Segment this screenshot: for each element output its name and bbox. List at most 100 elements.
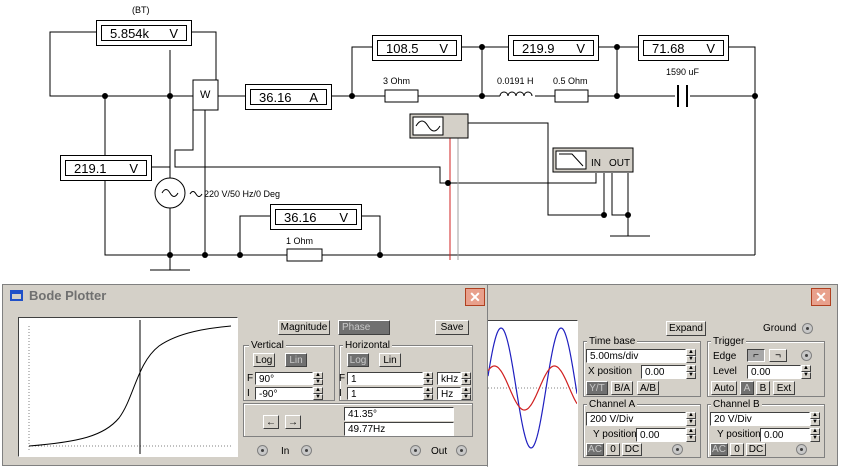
inductor-label: 0.0191 H [497, 76, 534, 86]
horizontal-f-unit-spinner[interactable]: ▲▼ [461, 372, 471, 385]
vertical-f-spinner[interactable]: ▲▼ [313, 372, 323, 385]
vertical-lin-button[interactable]: Lin [285, 353, 307, 367]
channel-b-scale-spinner[interactable]: ▲▼ [810, 412, 820, 426]
vertical-title: Vertical [249, 340, 286, 351]
bode-plotter-window[interactable]: Bode Plotter ✕ Magnitude Phase Save Vert… [2, 284, 488, 466]
channel-b-scale-field[interactable]: 20 V/Div [710, 412, 810, 426]
cursor-right-button[interactable]: → [285, 415, 301, 429]
expand-button[interactable]: Expand [666, 321, 706, 336]
timebase-xpos-field[interactable]: 0.00 [641, 365, 686, 379]
ab-button[interactable]: A/B [637, 381, 659, 395]
bode-titlebar[interactable] [3, 285, 487, 307]
bode-close-button[interactable]: ✕ [465, 288, 485, 306]
readout-frequency: 49.77Hz [344, 422, 454, 436]
bt-voltmeter-unit: V [169, 25, 178, 41]
channel-b-dc-button[interactable]: DC [746, 443, 766, 456]
trigger-b-button[interactable]: B [756, 381, 770, 395]
capacitor-voltmeter[interactable]: 71.68 V [638, 35, 729, 61]
channel-a-zero-button[interactable]: 0 [606, 443, 620, 456]
phase-button[interactable]: Phase [338, 320, 390, 335]
ground-terminal[interactable] [802, 323, 813, 334]
trigger-level-field[interactable]: 0.00 [747, 365, 801, 379]
cursor-left-button[interactable]: ← [263, 415, 279, 429]
timebase-field[interactable]: 5.00ms/div [586, 349, 686, 363]
capacitor-voltmeter-value: 71.68 [652, 40, 685, 56]
oscilloscope-titlebar[interactable] [483, 285, 837, 307]
circuit-schematic [49, 31, 758, 271]
oscilloscope-close-button[interactable]: ✕ [811, 288, 831, 306]
ba-button[interactable]: B/A [611, 381, 633, 395]
bode-in-plus-terminal[interactable] [301, 445, 312, 456]
vertical-group [243, 345, 335, 401]
horizontal-log-button[interactable]: Log [347, 353, 369, 367]
shunt-voltmeter-unit: V [339, 209, 348, 225]
window-icon [10, 290, 23, 301]
channel-a-ypos-label: Y position [593, 429, 637, 440]
inductor-voltmeter-unit: V [576, 40, 585, 56]
horizontal-i-unit-spinner[interactable]: ▲▼ [461, 387, 471, 400]
oscilloscope-window[interactable]: ✕ Expand Ground Time base 5.00ms/div ▲▼ … [482, 284, 838, 467]
bode-in-minus-terminal[interactable] [257, 445, 268, 456]
horizontal-i-field[interactable]: 1 [347, 387, 423, 400]
trigger-auto-button[interactable]: Auto [711, 381, 737, 395]
trigger-a-button[interactable]: A [740, 381, 754, 395]
horizontal-i-spinner[interactable]: ▲▼ [423, 387, 433, 400]
bt-voltmeter-value: 5.854k [110, 25, 150, 41]
trigger-ext-button[interactable]: Ext [773, 381, 795, 395]
vertical-f-field[interactable]: 90° [255, 372, 313, 385]
bode-out-minus-terminal[interactable] [410, 445, 421, 456]
channel-b-ypos-spinner[interactable]: ▲▼ [810, 428, 820, 442]
horizontal-lin-button[interactable]: Lin [379, 353, 401, 367]
channel-a-ypos-spinner[interactable]: ▲▼ [686, 428, 696, 442]
bt-voltmeter[interactable]: 5.854k V [96, 20, 192, 46]
edge-rising-button[interactable]: ⌐ [747, 349, 765, 362]
source-voltmeter-value: 219.1 [74, 160, 107, 176]
yt-button[interactable]: Y/T [586, 381, 608, 395]
shunt-voltmeter-value: 36.16 [284, 209, 317, 225]
channel-a-scale-spinner[interactable]: ▲▼ [686, 412, 696, 426]
channel-b-ac-button[interactable]: AC [710, 443, 728, 456]
vertical-f-label: F [247, 373, 254, 384]
vertical-i-spinner[interactable]: ▲▼ [313, 387, 323, 400]
channel-b-zero-button[interactable]: 0 [730, 443, 744, 456]
timebase-xpos-label: X position [588, 366, 632, 377]
horizontal-f-unit[interactable]: kHz [437, 372, 461, 385]
bt-label: (BT) [132, 5, 150, 15]
save-button[interactable]: Save [435, 320, 469, 335]
channel-a-dc-button[interactable]: DC [622, 443, 642, 456]
trigger-terminal[interactable] [801, 350, 812, 361]
oscilloscope-screen [487, 320, 578, 467]
horizontal-f-spinner[interactable]: ▲▼ [423, 372, 433, 385]
bode-in-label: IN [591, 158, 601, 169]
channel-a-ypos-field[interactable]: 0.00 [636, 428, 686, 442]
timebase-xpos-spinner[interactable]: ▲▼ [686, 365, 696, 379]
trigger-level-spinner[interactable]: ▲▼ [801, 365, 811, 379]
horizontal-f-field[interactable]: 1 [347, 372, 423, 385]
timebase-spinner[interactable]: ▲▼ [686, 349, 696, 363]
ammeter-value: 36.16 [259, 89, 292, 105]
vertical-i-field[interactable]: -90° [255, 387, 313, 400]
channel-b-terminal[interactable] [796, 444, 807, 455]
channel-b-title: Channel B [711, 399, 762, 410]
edge-falling-button[interactable]: ¬ [769, 349, 787, 362]
capacitor-voltmeter-unit: V [706, 40, 715, 56]
vertical-log-button[interactable]: Log [253, 353, 275, 367]
shunt-voltmeter[interactable]: 36.16 V [270, 204, 362, 230]
magnitude-button[interactable]: Magnitude [278, 320, 330, 335]
source-label: 220 V/50 Hz/0 Deg [204, 189, 281, 199]
vertical-i-label: I [247, 388, 250, 399]
channel-a-scale-field[interactable]: 200 V/Div [586, 412, 686, 426]
horizontal-i-unit[interactable]: Hz [437, 387, 461, 400]
bode-out-plus-terminal[interactable] [456, 445, 467, 456]
readout-group [243, 403, 473, 437]
trigger-level-label: Level [713, 366, 737, 377]
channel-b-ypos-field[interactable]: 0.00 [760, 428, 810, 442]
wattmeter-label: W [200, 89, 211, 101]
channel-a-terminal[interactable] [672, 444, 683, 455]
bode-out-label: Out [431, 446, 448, 457]
channel-a-ac-button[interactable]: AC [586, 443, 604, 456]
